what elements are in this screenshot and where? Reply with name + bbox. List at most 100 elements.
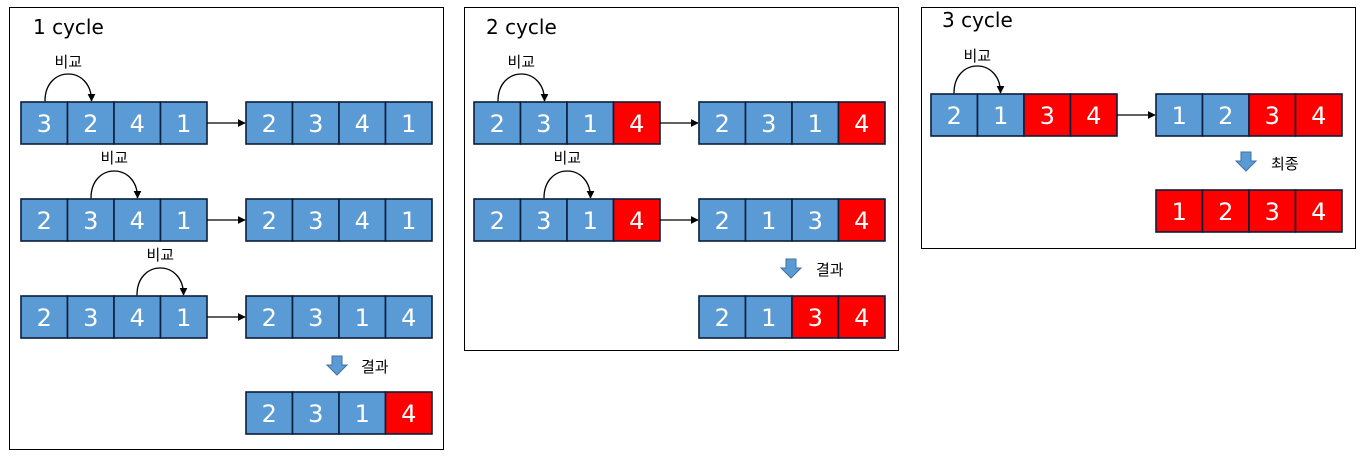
cell-value: 4 <box>629 207 644 235</box>
cell-value: 4 <box>130 207 145 235</box>
compare-arc <box>494 73 549 109</box>
compare-label: 비교 <box>54 53 82 71</box>
panel-title: 1 cycle <box>33 15 104 39</box>
down-arrow-icon <box>325 355 349 376</box>
cell-value: 1 <box>401 110 416 138</box>
cell-value: 3 <box>83 304 98 332</box>
compare-arc <box>950 65 1005 101</box>
unsorted-cell <box>245 198 294 242</box>
unsorted-cell <box>519 198 568 242</box>
unsorted-cell <box>384 101 433 145</box>
sorted-cell <box>612 198 661 242</box>
sorted-cell <box>384 391 433 435</box>
down-arrow-icon <box>779 258 803 279</box>
cell-value: 2 <box>490 110 505 138</box>
cell-value: 3 <box>808 304 823 332</box>
cell-value: 1 <box>355 400 370 428</box>
sorted-cell <box>1248 189 1297 233</box>
unsorted-cell <box>519 101 568 145</box>
unsorted-cell <box>338 391 387 435</box>
cell-value: 1 <box>401 207 416 235</box>
cell-value: 3 <box>1040 102 1055 130</box>
array-before: 3 2 4 1 <box>20 101 208 145</box>
cell-value: 2 <box>262 110 277 138</box>
cell-value: 1 <box>761 304 776 332</box>
cell-value: 1 <box>1172 198 1187 226</box>
cell-value: 3 <box>308 400 323 428</box>
cell-value: 3 <box>1265 198 1280 226</box>
cell-value: 4 <box>130 304 145 332</box>
unsorted-cell <box>245 295 294 339</box>
cell-value: 2 <box>715 304 730 332</box>
cell-value: 3 <box>83 207 98 235</box>
cell-value: 4 <box>130 110 145 138</box>
cell-value: 3 <box>37 110 52 138</box>
cell-value: 1 <box>583 110 598 138</box>
unsorted-cell <box>566 198 615 242</box>
cell-value: 3 <box>536 110 551 138</box>
cell-value: 1 <box>176 110 191 138</box>
cell-value: 2 <box>947 102 962 130</box>
cell-value: 2 <box>715 207 730 235</box>
unsorted-cell <box>473 101 522 145</box>
cell-value: 1 <box>993 102 1008 130</box>
unsorted-cell <box>976 93 1025 137</box>
sorted-cell <box>1023 93 1072 137</box>
unsorted-cell <box>791 198 840 242</box>
unsorted-cell <box>384 295 433 339</box>
unsorted-cell <box>20 101 69 145</box>
down-arrow-icon <box>1234 151 1258 172</box>
compare-label: 비교 <box>146 246 174 264</box>
unsorted-cell <box>20 295 69 339</box>
unsorted-cell <box>20 198 69 242</box>
sorted-cell <box>1294 189 1343 233</box>
unsorted-cell <box>338 101 387 145</box>
unsorted-cell <box>1201 93 1250 137</box>
cell-value: 2 <box>83 110 98 138</box>
cell-value: 1 <box>176 304 191 332</box>
unsorted-cell <box>384 198 433 242</box>
cell-value: 2 <box>37 207 52 235</box>
unsorted-cell <box>113 295 162 339</box>
unsorted-cell <box>698 101 747 145</box>
cell-value: 3 <box>536 207 551 235</box>
unsorted-cell <box>698 295 747 339</box>
cell-value: 3 <box>808 207 823 235</box>
result-label: 최종 <box>1271 155 1299 173</box>
compare-arc <box>133 267 188 303</box>
panel-border <box>921 7 1356 249</box>
unsorted-cell <box>113 198 162 242</box>
unsorted-cell <box>291 295 340 339</box>
result-label: 결과 <box>361 358 389 376</box>
unsorted-cell <box>473 198 522 242</box>
cell-value: 3 <box>1265 102 1280 130</box>
unsorted-cell <box>66 101 115 145</box>
panel-title: 2 cycle <box>486 15 557 39</box>
sorted-cell <box>837 295 886 339</box>
compare-label: 비교 <box>553 149 581 167</box>
cell-value: 2 <box>262 304 277 332</box>
cell-value: 1 <box>1172 102 1187 130</box>
panel-border <box>9 7 444 450</box>
cell-value: 4 <box>401 304 416 332</box>
compare-arc <box>41 73 96 109</box>
cell-value: 4 <box>355 207 370 235</box>
cell-value: 4 <box>401 400 416 428</box>
unsorted-cell <box>1155 93 1204 137</box>
cell-value: 3 <box>761 110 776 138</box>
unsorted-cell <box>744 198 793 242</box>
unsorted-cell <box>66 295 115 339</box>
panel-title: 3 cycle <box>942 8 1013 32</box>
cell-value: 3 <box>308 304 323 332</box>
sorted-cell <box>791 295 840 339</box>
